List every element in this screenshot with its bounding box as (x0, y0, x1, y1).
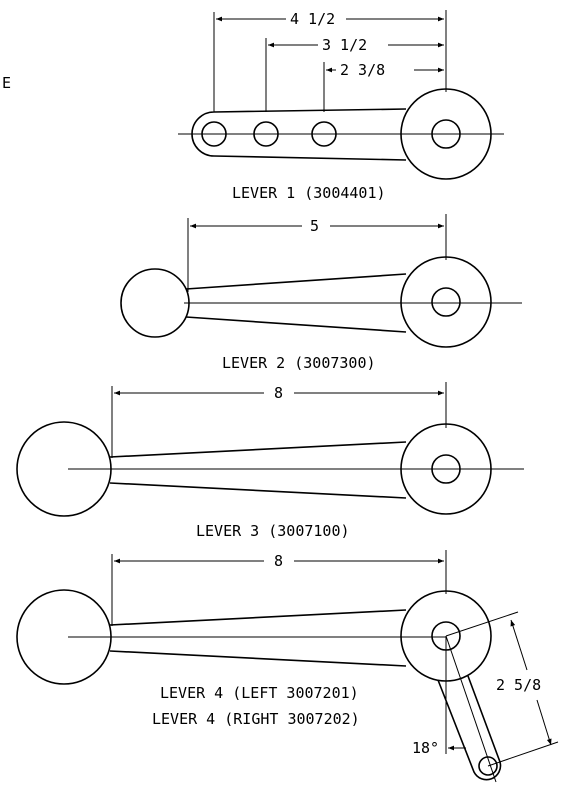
lever2-hub-bore (431, 287, 461, 317)
lever1-label: LEVER 1 (3004401) (232, 184, 386, 202)
lever4-label-right: LEVER 4 (RIGHT 3007202) (152, 710, 360, 728)
lever-1: 4 1/2 3 1/2 2 3/8 LEVER 1 (3004401) (178, 10, 504, 202)
lever3-arm-bottom (109, 482, 407, 499)
lever1-dim-4-1-2: 4 1/2 (290, 10, 335, 28)
lever4-crank-arm (437, 675, 502, 781)
lever4-arm-dim-a (510, 619, 528, 671)
lever4-angle: 18° (412, 739, 439, 757)
lever4-arm-bottom (109, 650, 407, 667)
lever2-hub (400, 256, 492, 348)
lever-3: 8 LEVER 3 (3007100) (16, 382, 524, 540)
edge-letter: E (2, 74, 11, 92)
lever-2: 5 LEVER 2 (3007300) (120, 214, 522, 372)
lever2-arm-top (185, 273, 407, 290)
lever2-label: LEVER 2 (3007300) (222, 354, 376, 372)
lever2-arm-bottom (185, 316, 407, 333)
lever4-arm-ext-2 (487, 741, 559, 767)
lever-4: 8 2 5/8 18° LEVER 4 (LEFT 3007201) LEVER… (16, 550, 559, 783)
lever3-dim-8: 8 (274, 384, 283, 402)
lever4-crank-pin (478, 756, 498, 776)
lever4-arm-dim-b (536, 699, 552, 746)
lever4-dim-2-5-8: 2 5/8 (496, 676, 541, 694)
lever3-arm-top (109, 441, 407, 458)
lever2-knob (120, 268, 190, 338)
lever1-dim-3-1-2: 3 1/2 (322, 36, 367, 54)
lever4-arm-top (109, 609, 407, 626)
lever2-dim-5: 5 (310, 217, 319, 235)
lever4-label-left: LEVER 4 (LEFT 3007201) (160, 684, 359, 702)
lever3-label: LEVER 3 (3007100) (196, 522, 350, 540)
lever4-arm-ext-1 (445, 611, 519, 637)
lever4-crank-centerline (445, 635, 497, 783)
lever4-dim-8: 8 (274, 552, 283, 570)
lever1-dim-2-3-8: 2 3/8 (340, 61, 385, 79)
